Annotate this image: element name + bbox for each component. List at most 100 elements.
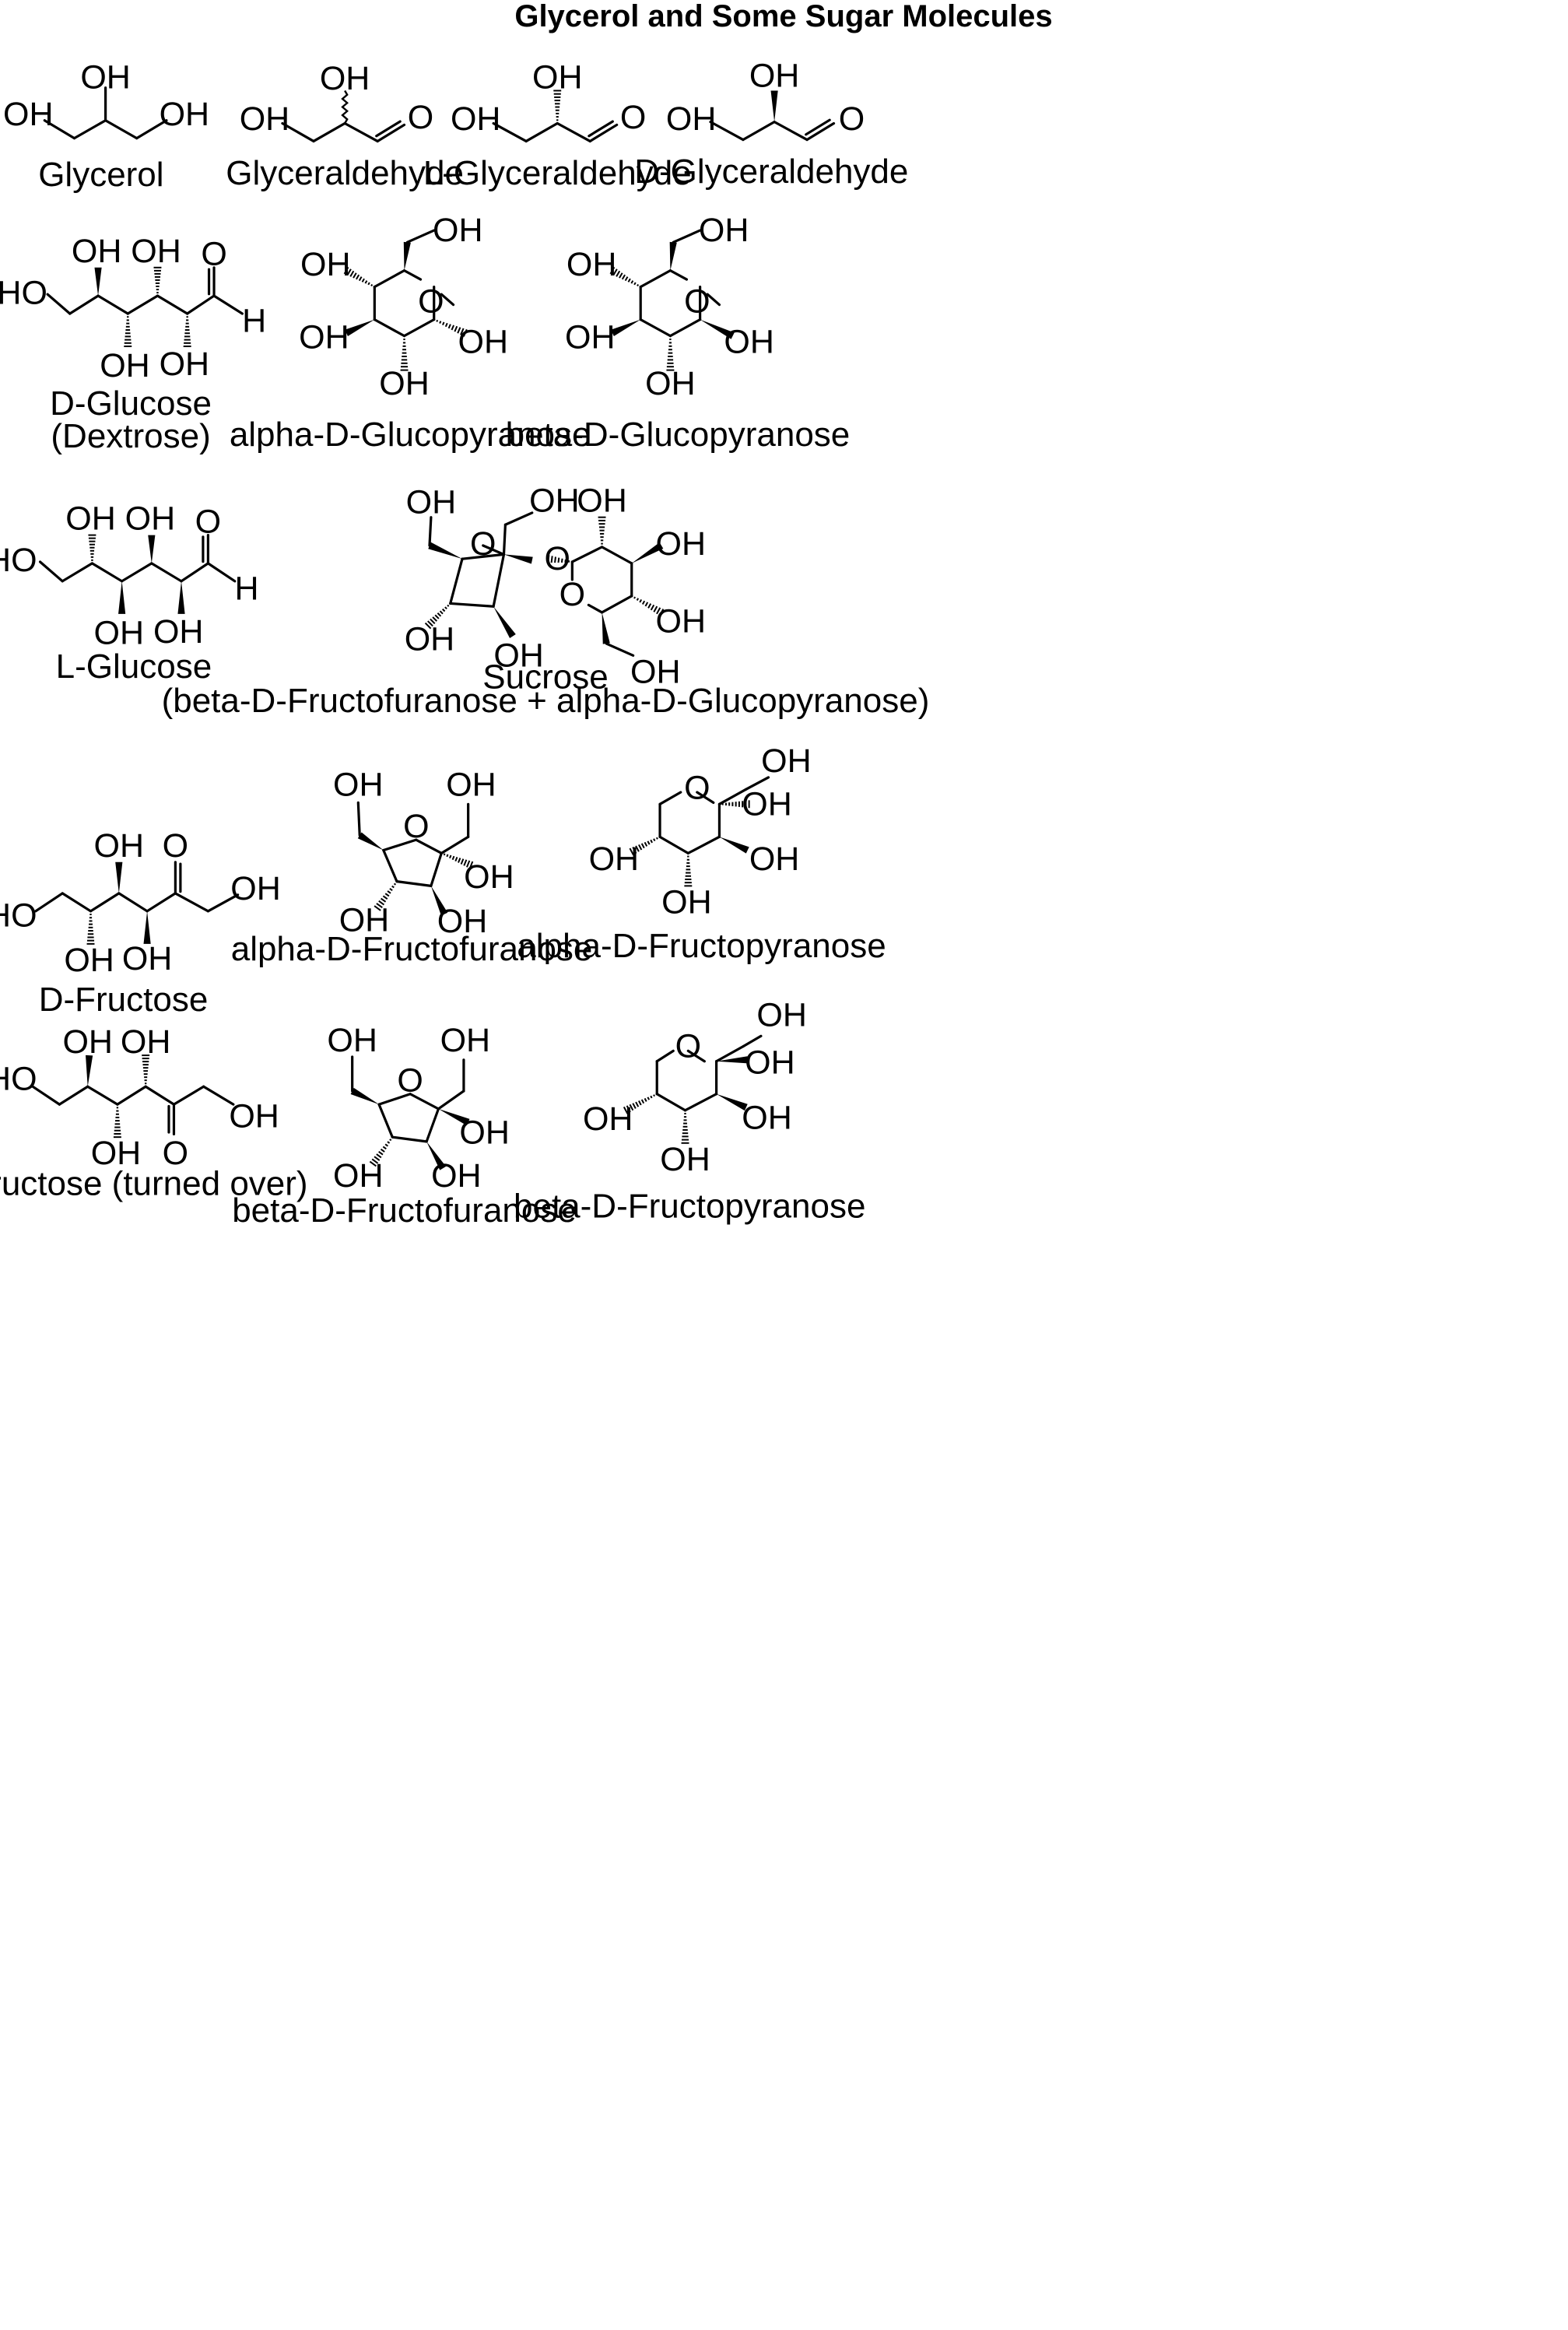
atom-label-oh: OH <box>565 319 616 356</box>
bond-line <box>805 118 831 136</box>
atom-label-oh: OH <box>458 323 509 360</box>
bond-line <box>409 1093 440 1111</box>
atom-label-oh: OH <box>160 96 210 133</box>
atom-label-oh: OH <box>122 940 173 977</box>
wedge-bond <box>700 319 735 339</box>
bond-line <box>186 294 216 315</box>
hash-bond <box>113 1107 121 1139</box>
atom-label-ho: HO <box>0 897 37 935</box>
bond-line <box>212 294 244 315</box>
hash-bond <box>666 339 675 371</box>
hash-bond <box>183 316 191 348</box>
molecule-caption: beta-D-Fructopyranose <box>514 1187 865 1225</box>
molecule-caption: Glycerol <box>38 156 163 194</box>
wedge-bond <box>602 612 610 644</box>
bond-line <box>89 892 121 913</box>
bond-line <box>172 1085 205 1106</box>
molecule-caption: D-Glyceraldehyde <box>634 153 908 191</box>
bond-line <box>658 835 689 854</box>
bond-line <box>118 892 149 913</box>
atom-label-oh: OH <box>567 246 617 283</box>
bond-line <box>742 1034 763 1048</box>
bond-line <box>96 294 129 315</box>
bond-line <box>135 119 168 140</box>
atom-label-oh: OH <box>405 620 455 658</box>
atom-label-ho: HO <box>0 1061 37 1098</box>
hash-bond <box>633 596 665 616</box>
atom-label-oh: OH <box>529 482 580 520</box>
atom-label-oh: OH <box>125 500 176 538</box>
atom-label-o: O <box>408 99 433 136</box>
molecule-subcaption: (Dextrose) <box>51 417 210 455</box>
wedge-bond <box>631 542 664 563</box>
wedge-bond <box>426 1141 447 1170</box>
bond-line <box>312 121 346 143</box>
atom-label-o: O <box>675 1028 701 1065</box>
atom-label-oh: OH <box>464 858 514 896</box>
atom-label-oh: OH <box>3 96 54 133</box>
bond-line <box>717 788 748 805</box>
bond-line <box>156 294 189 315</box>
hash-bond <box>553 89 562 121</box>
bond-line <box>395 880 433 887</box>
bond-line <box>686 835 721 854</box>
bond-line <box>482 544 506 556</box>
atom-label-oh: OH <box>229 1097 279 1135</box>
atom-label-oh: OH <box>589 840 640 878</box>
bond-line <box>449 557 464 605</box>
bond-line <box>668 269 689 281</box>
atom-label-o: O <box>470 525 496 563</box>
bond-line <box>639 269 672 289</box>
bond-line <box>377 1103 394 1139</box>
atom-label-oh: OH <box>379 365 430 402</box>
atom-label-oh: OH <box>661 883 712 921</box>
atom-label-oh: OH <box>64 942 114 979</box>
bond-line <box>46 293 72 315</box>
wedge-bond <box>177 581 185 614</box>
atom-label-oh: OH <box>666 100 717 138</box>
hash-bond <box>124 316 132 348</box>
atom-label-oh: OH <box>121 1023 171 1061</box>
bond-line <box>440 293 455 307</box>
atom-label-oh: OH <box>656 602 707 640</box>
atom-label-ho: HO <box>0 274 47 311</box>
atom-label-o: O <box>620 99 646 136</box>
bond-line <box>587 603 604 614</box>
atom-label-o: O <box>545 540 570 577</box>
bond-line <box>31 1085 61 1106</box>
hash-bond <box>684 855 693 887</box>
bond-line <box>146 892 177 913</box>
hash-bond <box>369 1139 392 1167</box>
bond-line <box>588 123 619 143</box>
atom-label-oh: OH <box>446 766 496 803</box>
atom-label-o: O <box>839 100 865 138</box>
bond-line <box>570 546 604 563</box>
bond-line <box>588 120 614 138</box>
wedge-bond <box>719 837 749 854</box>
hash-bond <box>343 266 374 287</box>
bond-line <box>343 121 379 143</box>
bond-line <box>206 562 237 583</box>
molecule-caption: L-Glyceraldehyde <box>423 154 692 192</box>
bond-line <box>382 838 418 852</box>
bond-line <box>706 293 721 307</box>
hash-bond <box>153 266 162 294</box>
wedge-bond <box>94 267 102 297</box>
bond-line <box>206 893 240 913</box>
atom-label-oh: OH <box>339 901 390 939</box>
atom-label-oh: OH <box>660 1141 710 1178</box>
atom-label-oh: OH <box>630 653 681 690</box>
wedge-bond <box>143 911 151 944</box>
atom-label-oh: OH <box>532 58 583 96</box>
atom-label-oh: OH <box>756 997 807 1034</box>
bond-line <box>281 121 315 143</box>
atom-label-oh: OH <box>724 323 774 360</box>
wedge-bond <box>148 535 156 563</box>
